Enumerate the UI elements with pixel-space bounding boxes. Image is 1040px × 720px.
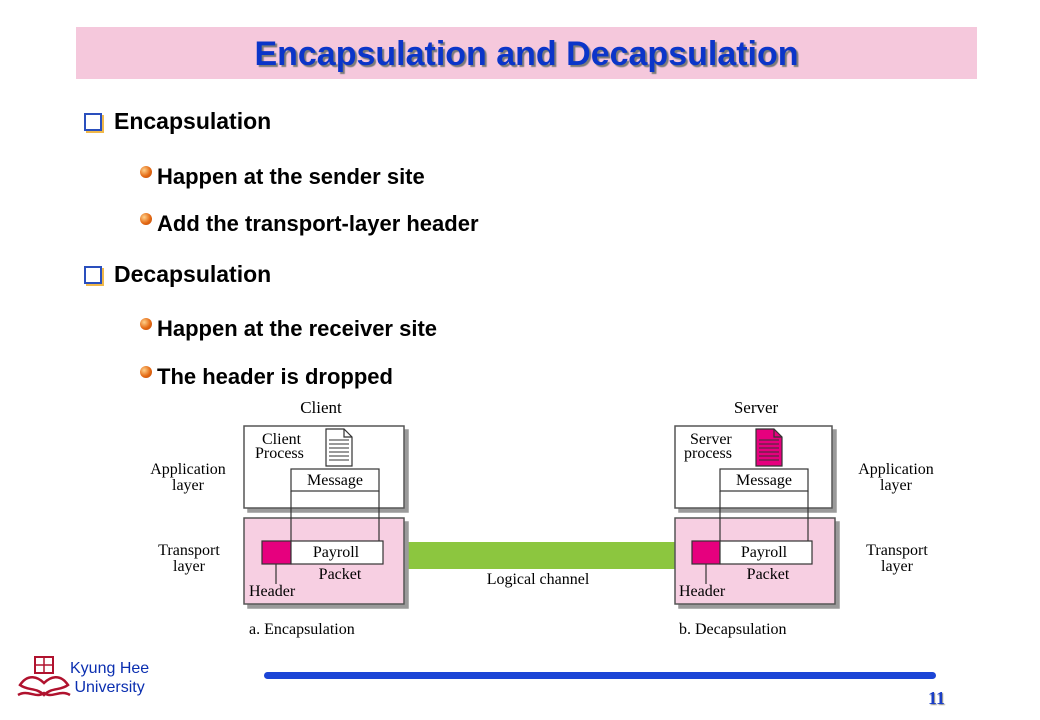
client-label: Client bbox=[300, 398, 342, 417]
server-header-block bbox=[691, 540, 721, 565]
subitem-label: The header is dropped bbox=[157, 364, 393, 389]
server-header-label: Header bbox=[679, 583, 726, 600]
server-process-line1: Server bbox=[690, 431, 732, 448]
caption-decapsulation: b. Decapsulation bbox=[679, 621, 787, 638]
logical-channel-bar bbox=[404, 542, 676, 569]
app-layer-left-line2: layer bbox=[172, 477, 205, 494]
transport-layer-right-line2: layer bbox=[881, 558, 914, 575]
client-header-block bbox=[261, 540, 292, 565]
server-label: Server bbox=[734, 398, 779, 417]
university-line2: University bbox=[74, 679, 145, 696]
subitem-label: Happen at the receiver site bbox=[157, 316, 438, 341]
server-process-line2: process bbox=[684, 445, 732, 462]
orange-dot-icon bbox=[140, 318, 152, 330]
server-application-box bbox=[674, 425, 833, 509]
subitem-receiver-site: Happen at the receiver site bbox=[140, 316, 437, 342]
document-icon bbox=[325, 428, 353, 467]
server-message-label: Message bbox=[736, 472, 792, 489]
transport-layer-right-line1: Transport bbox=[866, 542, 928, 559]
page-number: 11 bbox=[928, 688, 946, 708]
server-payroll-box bbox=[719, 540, 813, 565]
app-layer-right-line2: layer bbox=[880, 477, 913, 494]
logical-channel-label: Logical channel bbox=[487, 571, 590, 588]
server-message-box bbox=[719, 468, 809, 492]
client-packet-label: Packet bbox=[319, 566, 362, 583]
bullet-encapsulation: Encapsulation bbox=[84, 108, 271, 135]
client-header-label: Header bbox=[249, 583, 296, 600]
footer-divider bbox=[264, 672, 936, 679]
subitem-sender-site: Happen at the sender site bbox=[140, 164, 425, 190]
university-seal-icon bbox=[17, 656, 71, 697]
client-payroll-box bbox=[290, 540, 384, 565]
client-process-line2: Process bbox=[255, 445, 304, 462]
client-application-box bbox=[243, 425, 405, 509]
title-banner: Encapsulation and Decapsulation bbox=[76, 27, 977, 79]
bullet-label: Encapsulation bbox=[114, 108, 272, 134]
subitem-label: Happen at the sender site bbox=[157, 164, 425, 189]
subitem-header-dropped: The header is dropped bbox=[140, 364, 393, 390]
client-message-box bbox=[290, 468, 380, 492]
orange-dot-icon bbox=[140, 213, 152, 225]
client-payroll-label: Payroll bbox=[313, 544, 360, 561]
client-message-label: Message bbox=[307, 472, 363, 489]
app-layer-left-line1: Application bbox=[150, 461, 226, 478]
university-line1: Kyung Hee bbox=[70, 660, 150, 677]
orange-dot-icon bbox=[140, 166, 152, 178]
transport-layer-left-line2: layer bbox=[173, 558, 206, 575]
checkbox-bullet-icon bbox=[84, 265, 102, 284]
transport-layer-left-line1: Transport bbox=[158, 542, 220, 559]
university-name: Kyung Hee University bbox=[70, 659, 149, 697]
subitem-label: Add the transport-layer header bbox=[157, 211, 479, 236]
server-packet-label: Packet bbox=[747, 566, 790, 583]
bullet-decapsulation: Decapsulation bbox=[84, 261, 271, 288]
bullet-label: Decapsulation bbox=[114, 261, 272, 287]
orange-dot-icon bbox=[140, 366, 152, 378]
document-icon bbox=[755, 428, 783, 467]
checkbox-bullet-icon bbox=[84, 112, 102, 131]
slide-title: Encapsulation and Decapsulation bbox=[254, 35, 799, 73]
caption-encapsulation: a. Encapsulation bbox=[249, 621, 355, 638]
server-payroll-label: Payroll bbox=[741, 544, 788, 561]
subitem-add-header: Add the transport-layer header bbox=[140, 211, 479, 237]
app-layer-right-line1: Application bbox=[858, 461, 934, 478]
client-process-line1: Client bbox=[262, 431, 302, 448]
